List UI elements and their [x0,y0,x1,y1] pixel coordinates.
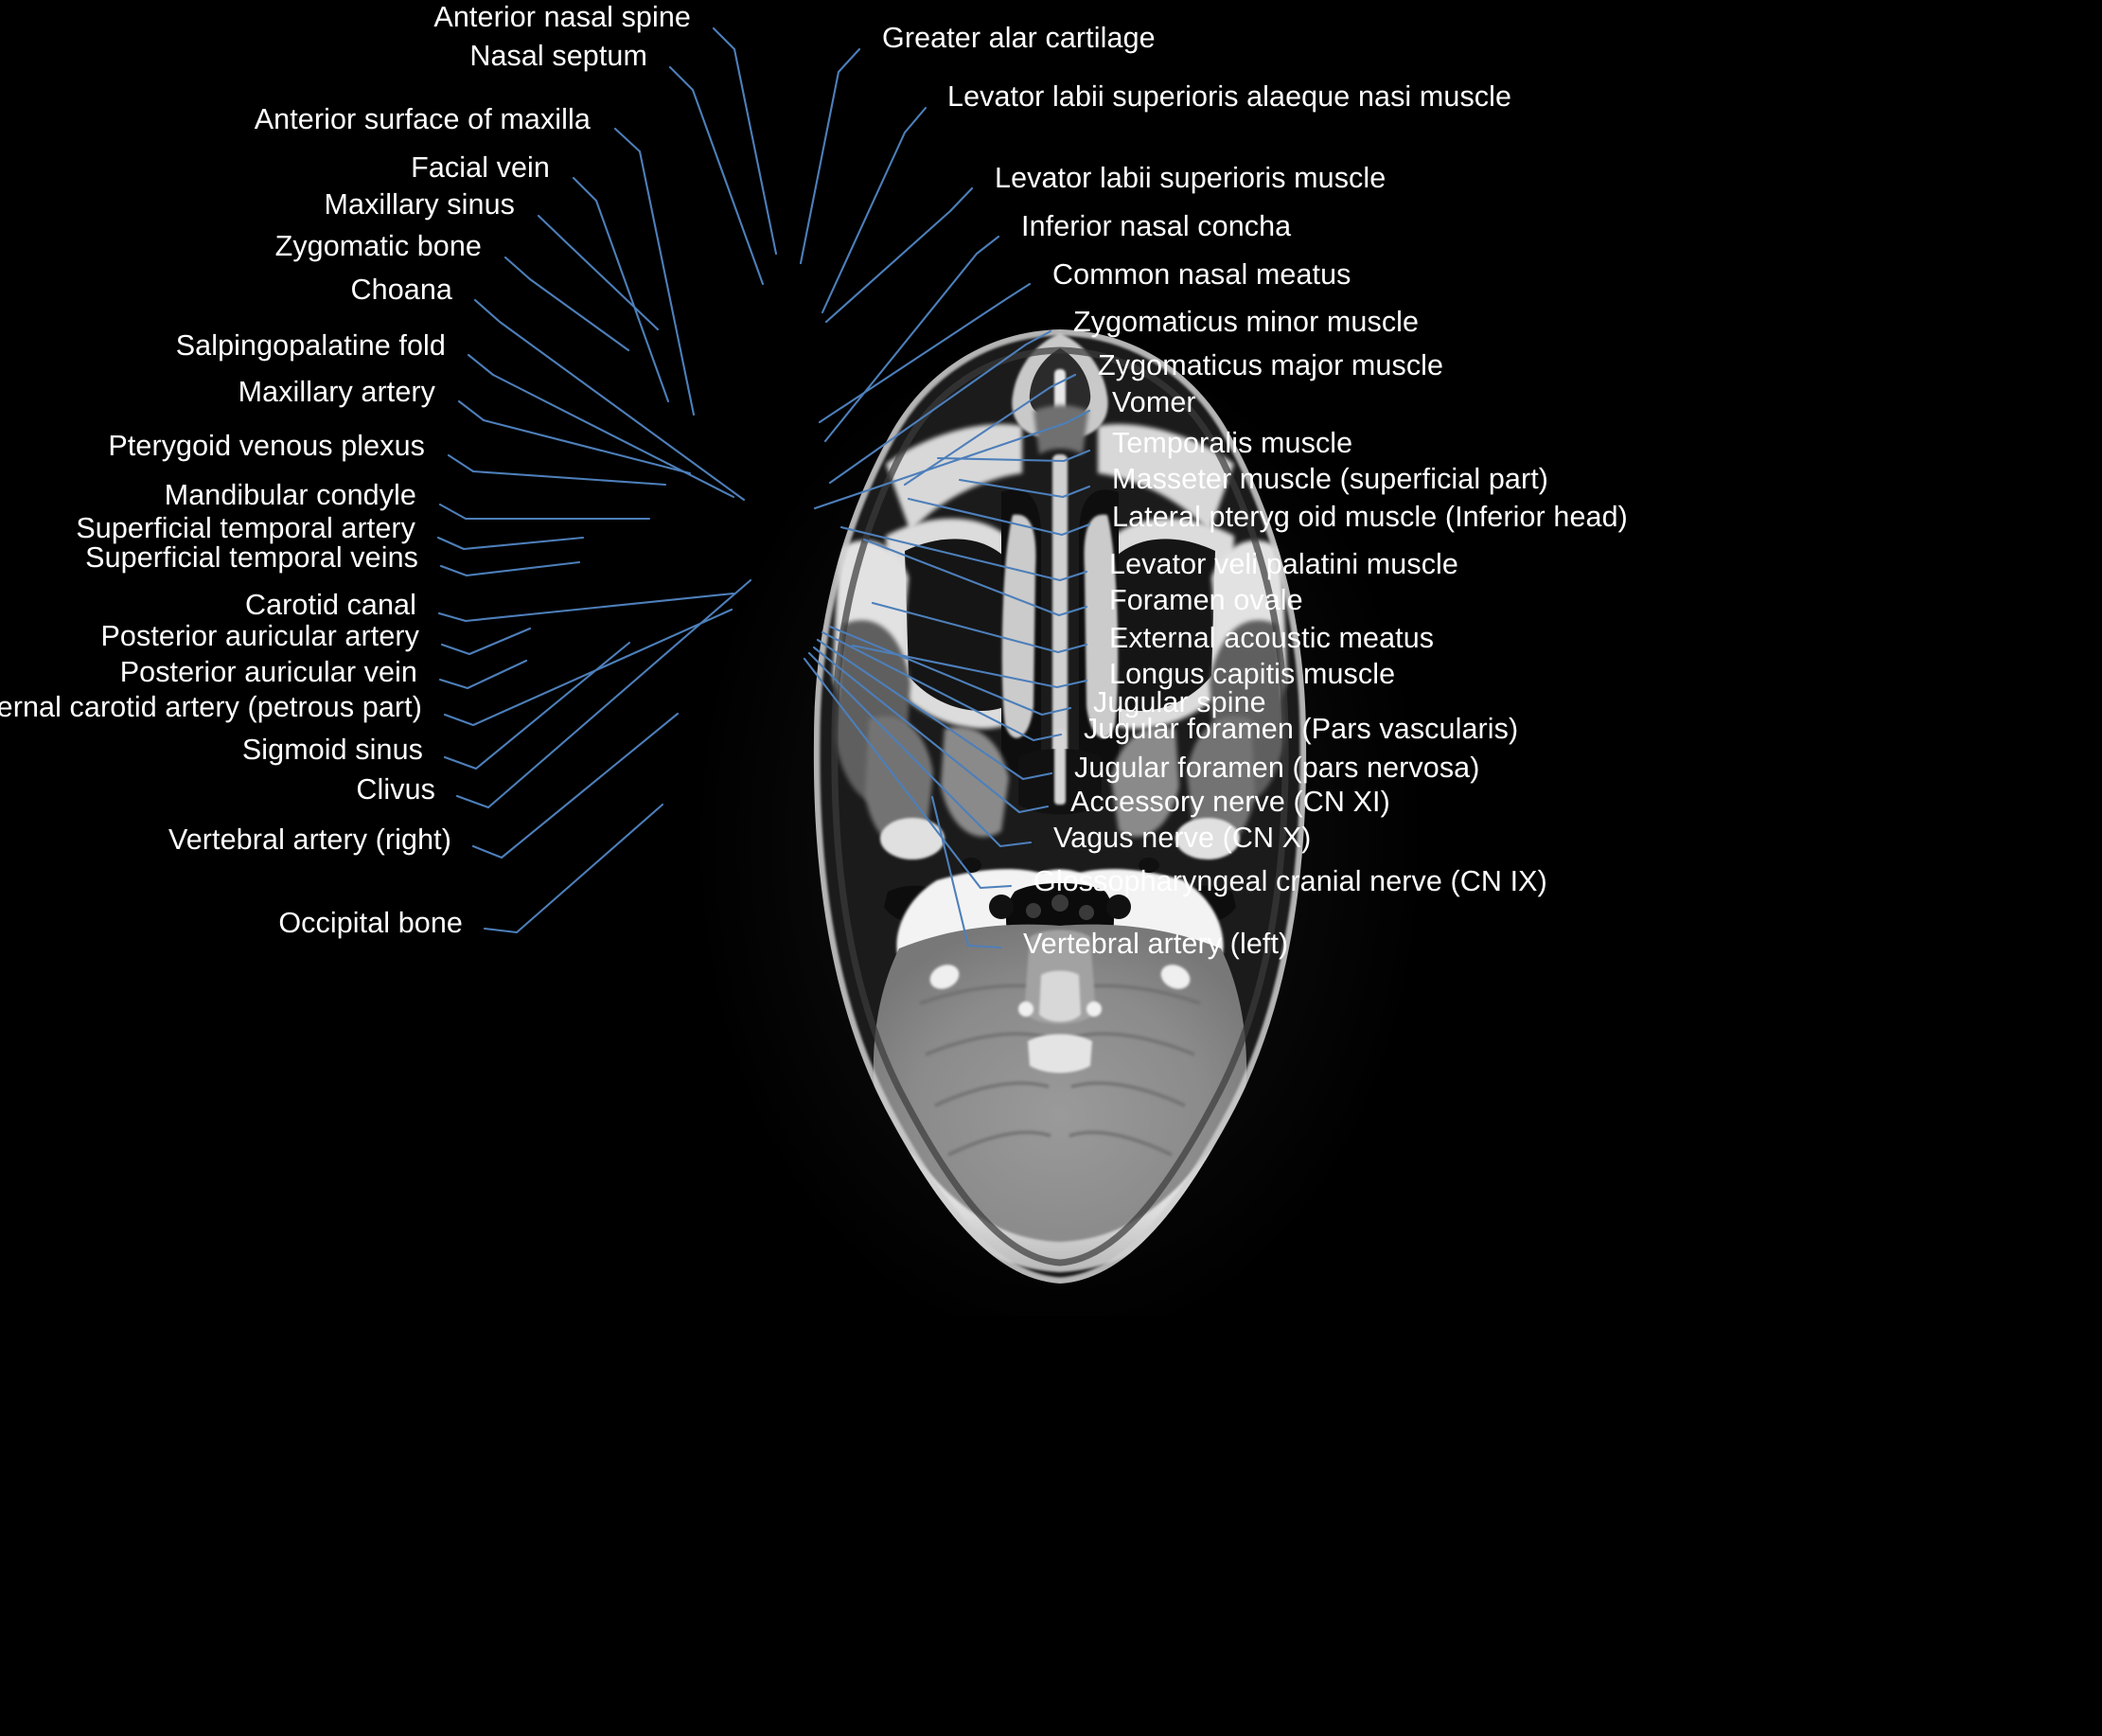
anatomy-label-accessory-nerve-cn-xi[interactable]: Accessory nerve (CN XI) [1070,785,1390,818]
leader-line-facial-vein [572,176,670,403]
anatomy-label-longus-capitis-muscle[interactable]: Longus capitis muscle [1109,657,1396,690]
anatomy-label-common-nasal-meatus[interactable]: Common nasal meatus [1052,257,1351,291]
anatomy-label-inferior-nasal-concha[interactable]: Inferior nasal concha [1021,209,1292,242]
anatomy-label-vomer[interactable]: Vomer [1112,385,1196,418]
anatomy-label-external-acoustic-meatus[interactable]: External acoustic meatus [1109,621,1435,654]
anatomy-label-posterior-auricular-artery[interactable]: Posterior auricular artery [100,619,419,652]
anatomy-label-zygomaticus-major-muscle[interactable]: Zygomaticus major muscle [1098,348,1444,381]
anatomy-label-superficial-temporal-artery[interactable]: Superficial temporal artery [76,511,415,544]
anatomy-label-pterygoid-venous-plexus[interactable]: Pterygoid venous plexus [108,429,425,462]
anatomy-label-anterior-surface-of-maxilla[interactable]: Anterior surface of maxilla [254,102,591,135]
anatomy-label-salpingopalatine-fold[interactable]: Salpingopalatine fold [175,328,446,362]
anatomy-label-greater-alar-cartilage[interactable]: Greater alar cartilage [882,21,1156,54]
anatomy-label-occipital-bone[interactable]: Occipital bone [278,906,463,939]
anatomy-label-temporalis-muscle[interactable]: Temporalis muscle [1112,426,1353,459]
anatomy-label-anterior-nasal-spine[interactable]: Anterior nasal spine [433,0,691,33]
anatomy-label-levator-veli-palatini-muscle[interactable]: Levator veli palatini muscle [1109,547,1458,580]
anatomy-label-vertebral-artery-right[interactable]: Vertebral artery (right) [168,823,451,856]
leader-line-maxillary-sinus [537,214,660,331]
leader-line-maxillary-artery [457,399,692,475]
anatomy-label-maxillary-artery[interactable]: Maxillary artery [238,375,435,408]
leader-line-vertebral-artery-right [471,712,680,859]
anatomy-label-sigmoid-sinus[interactable]: Sigmoid sinus [241,733,423,766]
leader-line-posterior-auricular-vein [438,659,528,690]
leader-line-greater-alar-cartilage [799,47,861,265]
leader-line-anterior-surface-of-maxilla [613,127,696,416]
leader-line-posterior-auricular-artery [440,627,532,656]
leader-line-zygomatic-bone [503,256,630,352]
anatomy-label-foramen-ovale[interactable]: Foramen ovale [1109,583,1303,616]
leader-line-anterior-nasal-spine [712,27,778,256]
anatomy-label-carotid-canal[interactable]: Carotid canal [244,588,416,621]
leader-line-internal-carotid-artery-petrous-part [443,608,733,727]
leader-line-carotid-canal [437,592,735,623]
leader-line-superficial-temporal-veins [439,560,581,577]
leader-line-superficial-temporal-artery [436,536,585,551]
anatomy-label-maxillary-sinus[interactable]: Maxillary sinus [324,187,515,221]
anatomy-label-posterior-auricular-vein[interactable]: Posterior auricular vein [119,655,417,688]
anatomy-label-jugular-spine[interactable]: Jugular spine [1093,685,1266,718]
anatomy-label-nasal-septum[interactable]: Nasal septum [469,39,647,72]
leader-line-nasal-septum [668,65,765,286]
leader-line-mandibular-condyle [438,503,651,521]
anatomy-label-clivus[interactable]: Clivus [356,772,435,806]
anatomy-label-zygomaticus-minor-muscle[interactable]: Zygomaticus minor muscle [1073,305,1420,338]
leader-line-levator-labii-superioris-muscle [824,186,974,324]
anatomy-label-masseter-muscle-superficial-part[interactable]: Masseter muscle (superficial part) [1112,462,1549,495]
anatomy-label-vertebral-artery-left[interactable]: Vertebral artery (left) [1023,927,1289,960]
anatomy-label-choana[interactable]: Choana [350,273,452,306]
anatomy-label-mandibular-condyle[interactable]: Mandibular condyle [164,478,416,511]
anatomy-label-zygomatic-bone[interactable]: Zygomatic bone [274,229,482,262]
anatomy-label-lateral-pteryg-oid-muscle-inferior-head[interactable]: Lateral pteryg oid muscle (Inferior head… [1112,500,1628,533]
anatomy-label-jugular-foramen-pars-vascularis[interactable]: Jugular foramen (Pars vascularis) [1084,712,1519,745]
anatomy-label-levator-labii-superioris-muscle[interactable]: Levator labii superioris muscle [995,161,1387,194]
leader-line-salpingopalatine-fold [467,353,735,499]
leader-line-levator-labii-superioris-alaeque-nasi-muscle [821,106,927,314]
leader-line-occipital-bone [483,803,664,934]
leader-line-pterygoid-venous-plexus [447,453,667,487]
anatomy-label-glossopharyngeal-cranial-nerve-cn-ix[interactable]: Glossopharyngeal cranial nerve (CN IX) [1033,864,1547,897]
anatomy-label-facial-vein[interactable]: Facial vein [411,151,550,184]
leader-line-sigmoid-sinus [443,641,631,771]
anatomy-label-levator-labii-superioris-alaeque-nasi-muscle[interactable]: Levator labii superioris alaeque nasi mu… [947,80,1512,113]
anatomy-label-internal-carotid-artery-petrous-part[interactable]: Internal carotid artery (petrous part) [0,690,422,723]
anatomy-label-jugular-foramen-pars-nervosa[interactable]: Jugular foramen (pars nervosa) [1074,751,1480,784]
anatomy-label-superficial-temporal-veins[interactable]: Superficial temporal veins [85,540,418,574]
anatomy-label-vagus-nerve-cn-x[interactable]: Vagus nerve (CN X) [1053,821,1312,854]
